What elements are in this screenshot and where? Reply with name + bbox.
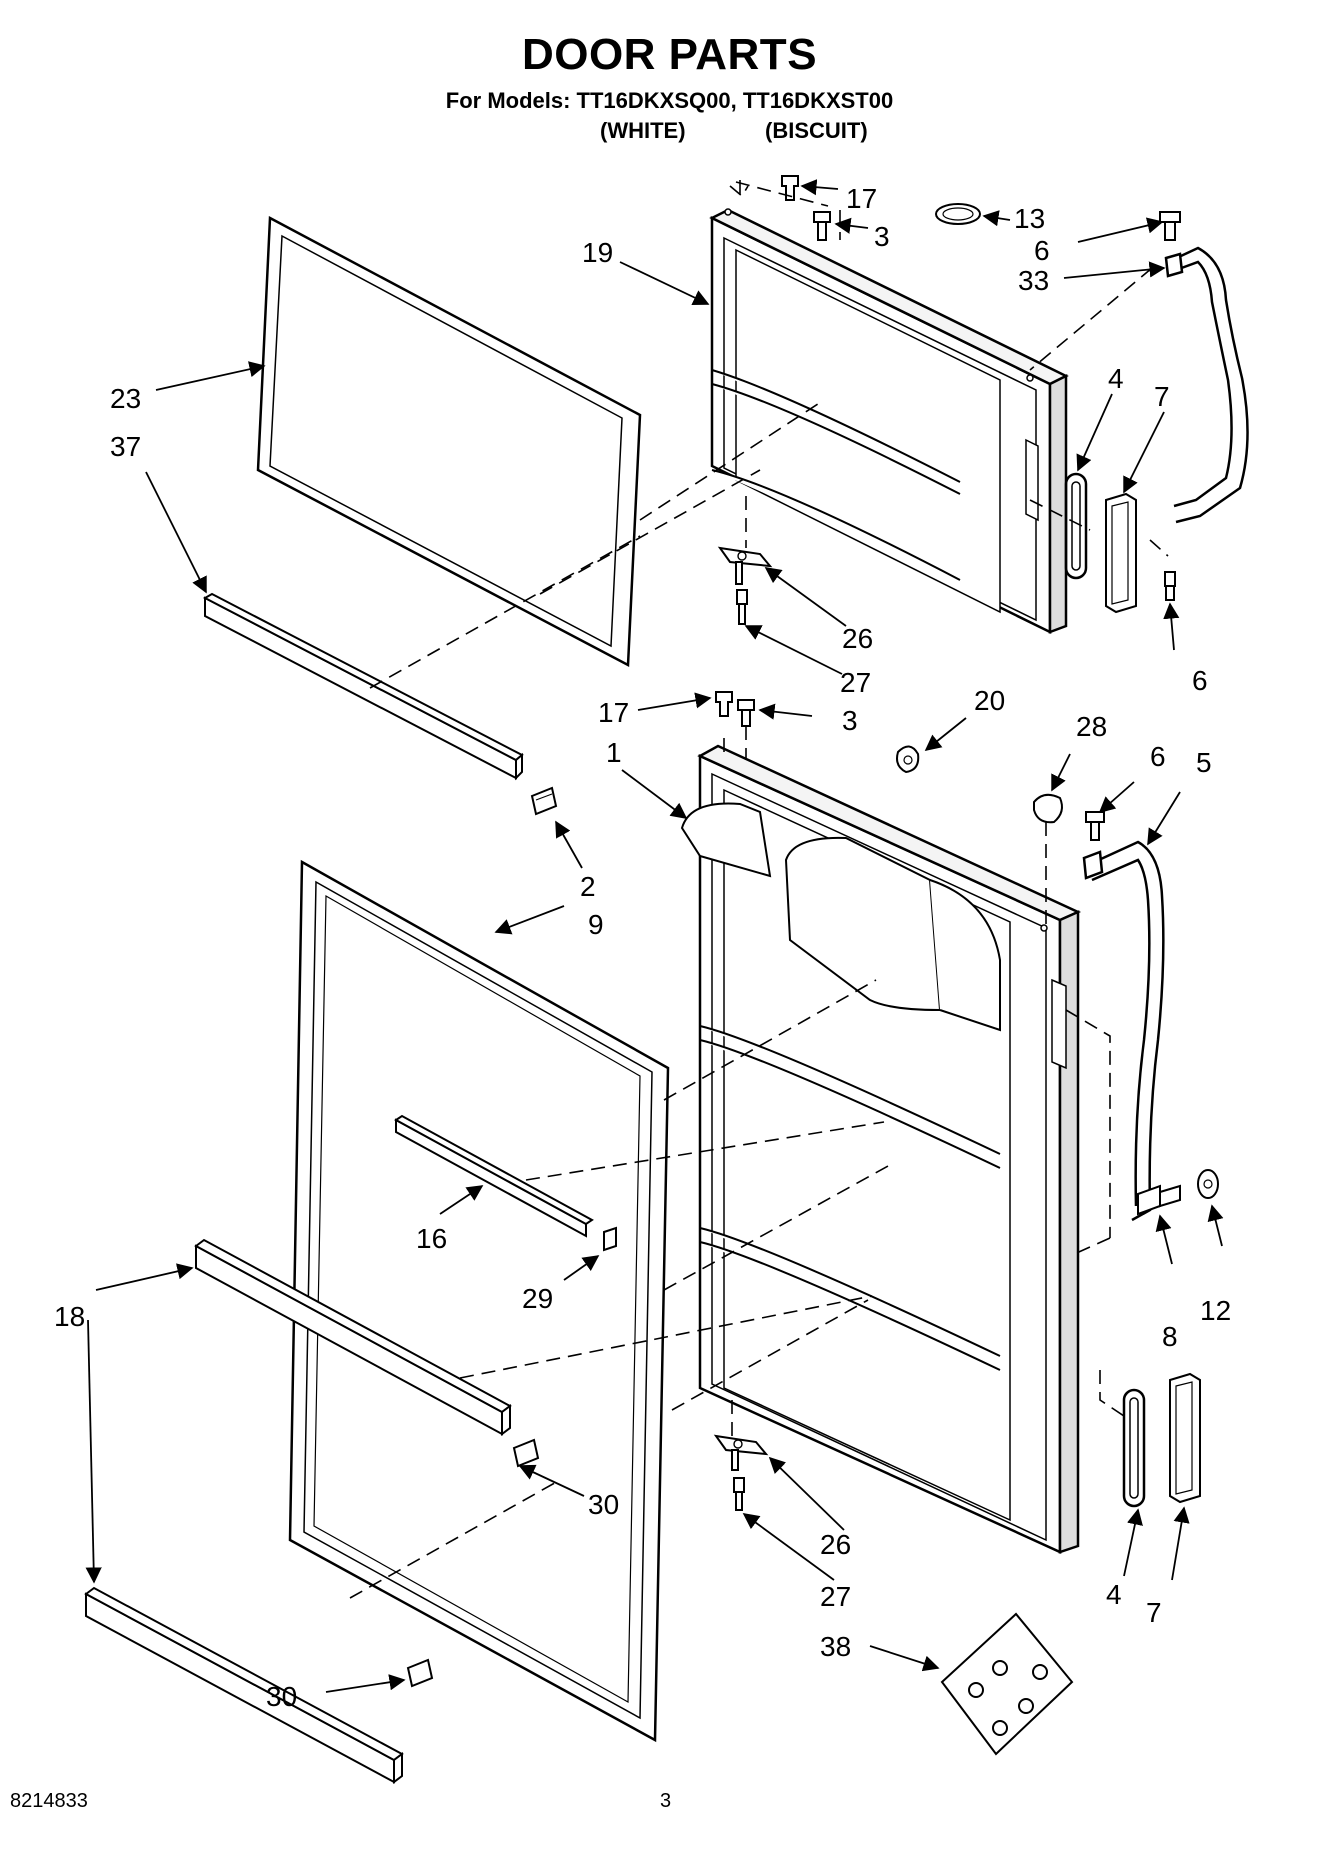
callout-17-lower: 17 [598,697,629,728]
callout-37: 37 [110,431,141,462]
freezer-door-handle [1164,246,1249,524]
callout-7-upper: 7 [1154,381,1170,412]
callout-27-lower: 27 [820,1581,851,1612]
callout-17-upper: 17 [846,183,877,214]
callout-5: 5 [1196,747,1212,778]
callout-4-lower: 4 [1106,1579,1122,1610]
callout-2: 2 [580,871,596,902]
page-number: 3 [660,1790,672,1812]
callout-29: 29 [522,1283,553,1314]
callout-18: 18 [54,1301,85,1332]
callout-7-lower: 7 [1146,1597,1162,1628]
trim-cap-29 [603,1226,617,1252]
callout-38: 38 [820,1631,851,1662]
freezer-trim-strip [202,592,524,781]
callout-30-upper: 30 [588,1489,619,1520]
fresh-food-door [680,744,1082,1554]
upper-small-fasteners [781,175,1181,601]
handle-screw-and-cap [1137,1169,1219,1216]
callout-3-lower: 3 [842,705,858,736]
callout-20: 20 [974,685,1005,716]
variant-biscuit: (BISCUIT) [765,118,868,143]
callout-13: 13 [1014,203,1045,234]
callout-19: 19 [582,237,613,268]
variant-white: (WHITE) [600,118,686,143]
freezer-door [709,208,1069,635]
callout-4-upper: 4 [1108,363,1124,394]
callout-6-lower: 6 [1150,741,1166,772]
callout-28: 28 [1076,711,1107,742]
trim-clips-30 [406,1438,540,1688]
handle-trim-ring-upper [1064,472,1088,580]
callout-8: 8 [1162,1321,1178,1352]
callout-3-upper: 3 [874,221,890,252]
callout-leaders [85,179,1224,1693]
assembly-dashed-lines [349,180,1169,1599]
trim-clip-2 [530,786,558,816]
handle-insert-upper [1105,492,1137,614]
callout-26-upper: 26 [842,623,873,654]
callout-16: 16 [416,1223,447,1254]
callout-1: 1 [606,737,622,768]
page-title: DOOR PARTS [521,30,818,79]
handle-insert-lower [1169,1372,1201,1504]
fresh-food-door-handle [1082,840,1165,1222]
callout-27-upper: 27 [840,667,871,698]
callout-12: 12 [1200,1295,1231,1326]
upper-hinge-parts [717,546,773,625]
door-trim-18 [84,1238,512,1784]
models-line: For Models: TT16DKXSQ00, TT16DKXST00 [445,88,894,113]
callout-9: 9 [588,909,604,940]
hardware-bag [940,1612,1074,1756]
callout-33: 33 [1018,265,1049,296]
handle-trim-ring-lower [1122,1388,1146,1508]
lower-small-fasteners [715,691,1105,841]
callout-6-upper-right: 6 [1192,665,1208,696]
callout-6-top: 6 [1034,235,1050,266]
document-number: 8214833 [10,1790,88,1812]
callout-30-lower: 30 [266,1681,297,1712]
lower-hinge-parts [713,1434,769,1511]
callout-26-lower: 26 [820,1529,851,1560]
shelf-trim-16 [394,1114,594,1238]
freezer-door-gasket [256,215,642,668]
fresh-food-door-gasket [288,859,670,1743]
callout-23: 23 [110,383,141,414]
